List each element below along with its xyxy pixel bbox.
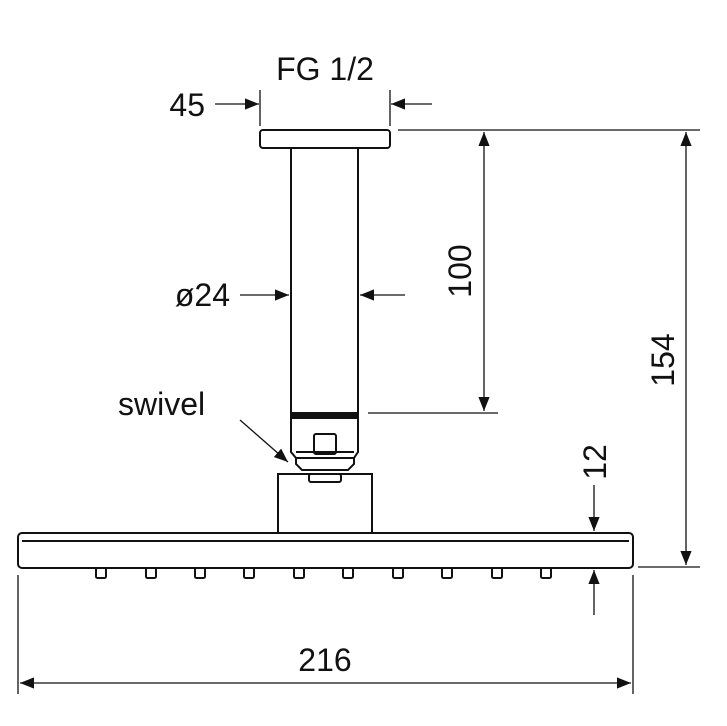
pipe-length-label: 100 [442,244,478,297]
ceiling-flange [259,129,391,149]
dimension-total-height [498,129,700,568]
nozzle [194,567,206,579]
dimension-flange-width [215,90,432,126]
head-width-label: 216 [298,642,351,678]
head-thickness-label: 12 [577,444,613,480]
swivel-leader [239,419,289,463]
nozzle [392,567,404,579]
shower-head [17,532,634,569]
pipe-diameter-label: ø24 [175,277,230,313]
total-height-label: 154 [645,333,681,386]
nozzle [145,567,157,579]
thread-label: FG 1/2 [276,51,374,87]
nozzle [540,567,552,579]
dimension-head-width [17,575,634,694]
arm-pipe [290,148,359,419]
nozzle [243,567,255,579]
dimension-pipe-length [368,129,498,414]
nozzle [95,567,107,579]
swivel-joint [277,418,373,534]
nozzles [95,567,552,579]
swivel-label: swivel [118,386,205,422]
flange-width-label: 45 [169,87,205,123]
nozzle [342,567,354,579]
nozzle [441,567,453,579]
nozzle [491,567,503,579]
nozzle [293,567,305,579]
